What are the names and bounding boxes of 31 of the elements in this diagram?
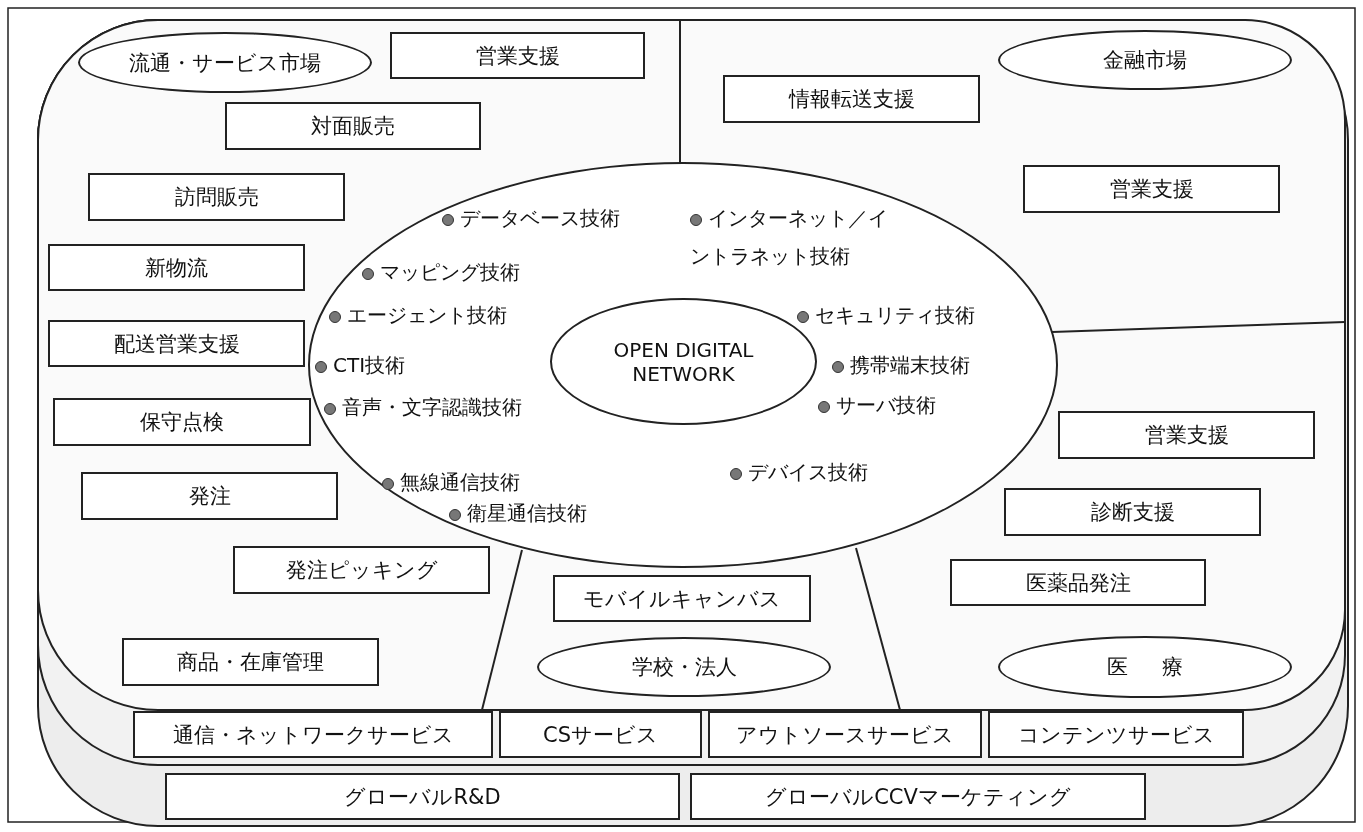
global-box: グローバルCCVマーケティング bbox=[690, 773, 1146, 820]
business-box: 保守点検 bbox=[53, 398, 311, 446]
service-box: 通信・ネットワークサービス bbox=[133, 711, 493, 758]
business-box: 対面販売 bbox=[225, 102, 481, 150]
bulleted-item: インターネット／イントラネット技術 bbox=[690, 199, 905, 275]
business-box: 配送営業支援 bbox=[48, 320, 305, 367]
business-box: モバイルキャンバス bbox=[553, 575, 811, 622]
bulleted-item: デバイス技術 bbox=[730, 453, 868, 491]
service-box: アウトソースサービス bbox=[708, 711, 982, 758]
bulleted-item: 音声・文字認識技術 bbox=[324, 388, 522, 426]
bulleted-item: サーバ技術 bbox=[818, 386, 936, 424]
service-box: CSサービス bbox=[499, 711, 702, 758]
business-box: 発注 bbox=[81, 472, 338, 520]
business-box: 営業支援 bbox=[390, 32, 645, 79]
business-box: 営業支援 bbox=[1058, 411, 1315, 459]
global-box: グローバルR&D bbox=[165, 773, 680, 820]
business-box: 訪問販売 bbox=[88, 173, 345, 221]
bulleted-item: CTI技術 bbox=[315, 346, 406, 384]
bulleted-item: エージェント技術 bbox=[329, 296, 507, 334]
business-box: 営業支援 bbox=[1023, 165, 1280, 213]
business-box: 医薬品発注 bbox=[950, 559, 1206, 606]
business-box: 新物流 bbox=[48, 244, 305, 291]
bulleted-item: データベース技術 bbox=[442, 199, 620, 237]
bulleted-item: マッピング技術 bbox=[362, 253, 520, 291]
business-box: 情報転送支援 bbox=[723, 75, 980, 123]
network-ellipse: OPEN DIGITAL NETWORK bbox=[550, 298, 817, 425]
bulleted-item: 携帯端末技術 bbox=[832, 346, 970, 384]
service-box: コンテンツサービス bbox=[988, 711, 1244, 758]
business-box: 商品・在庫管理 bbox=[122, 638, 379, 686]
business-box: 診断支援 bbox=[1004, 488, 1261, 536]
business-box: 発注ピッキング bbox=[233, 546, 490, 594]
